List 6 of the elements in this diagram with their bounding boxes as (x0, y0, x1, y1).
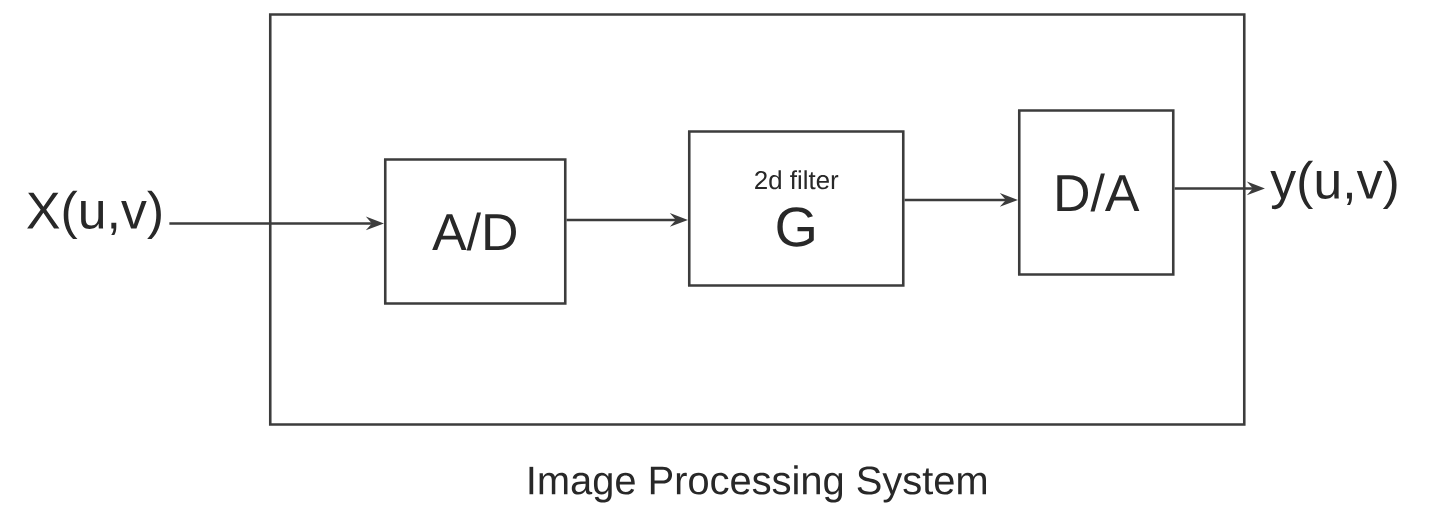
signal-label: X(u,v) (27, 190, 161, 240)
process-box: A/D (383, 158, 567, 305)
node-label: Image Processing System (529, 465, 986, 503)
signal-label: y(u,v) (1270, 160, 1397, 210)
process-box: 2d filter G (687, 130, 905, 287)
process-box: D/A (1017, 109, 1175, 276)
